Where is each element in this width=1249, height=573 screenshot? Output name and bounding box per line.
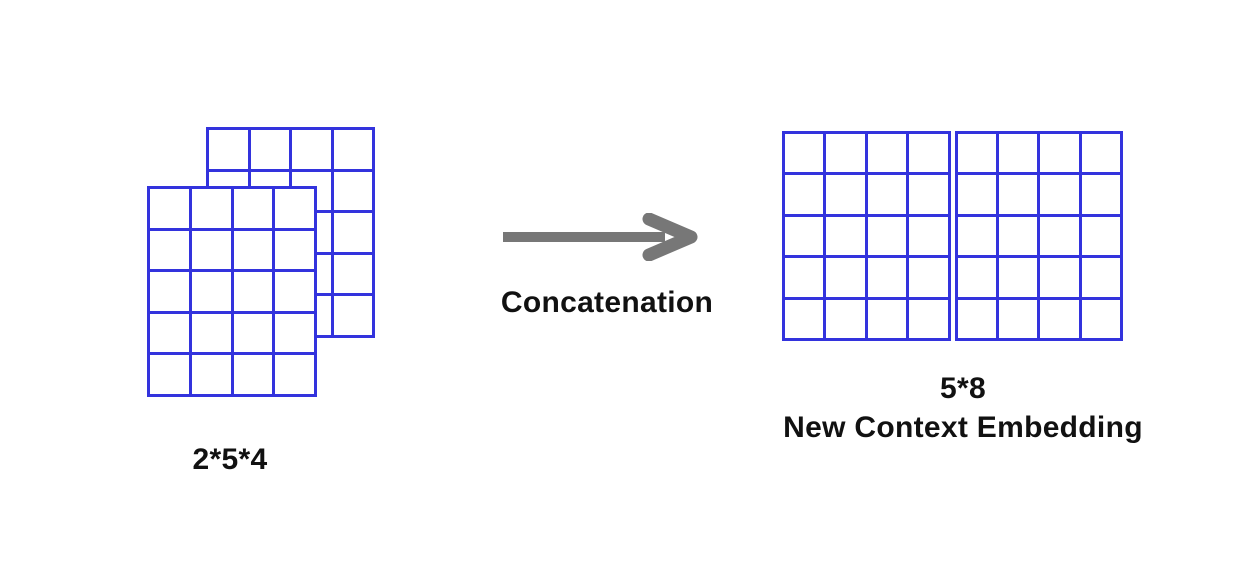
grid-cell <box>1040 299 1079 338</box>
grid-cell <box>233 313 273 353</box>
grid-cell <box>1081 175 1120 214</box>
grid-cell <box>233 272 273 311</box>
grid-cell <box>150 272 189 311</box>
grid-cell <box>909 299 948 338</box>
grid-cell <box>233 355 273 394</box>
grid-cell <box>957 216 996 256</box>
grid-cell <box>1081 258 1120 297</box>
grid-cell <box>785 258 824 297</box>
grid-cell <box>1081 299 1120 338</box>
grid-cell <box>333 213 372 252</box>
grid-cell <box>1081 216 1120 256</box>
grid-cell <box>233 189 273 228</box>
grid-cell <box>998 258 1038 297</box>
grid-cell <box>957 258 996 297</box>
grid-cell <box>998 299 1038 338</box>
right-arrow-icon <box>503 212 698 262</box>
grid-cell <box>275 272 314 311</box>
left-stack-dimension-label: 2*5*4 <box>192 443 268 476</box>
grid-cell <box>1040 134 1079 173</box>
arrow-operation-label: Concatenation <box>500 286 714 319</box>
grid-cell <box>909 216 948 256</box>
grid-cell <box>191 272 231 311</box>
grid-cell <box>150 230 189 270</box>
concatenated-grid-right-half <box>954 131 1123 341</box>
grid-cell <box>785 216 824 256</box>
grid-cell <box>826 134 865 173</box>
grid-cell <box>957 299 996 338</box>
grid-cell <box>250 130 289 169</box>
right-grid-name-label: New Context Embedding <box>783 411 1143 444</box>
grid-cell <box>998 134 1038 173</box>
grid-cell <box>867 175 907 214</box>
grid-cell <box>150 355 189 394</box>
grid-cell <box>275 313 314 353</box>
grid-cell <box>292 130 331 169</box>
grid-cell <box>233 230 273 270</box>
grid-cell <box>1040 175 1079 214</box>
concatenation-arrow-icon <box>497 212 701 262</box>
grid-cell <box>333 296 372 335</box>
grid-cell <box>826 216 865 256</box>
grid-cell <box>785 175 824 214</box>
grid-cell <box>909 175 948 214</box>
grid-cell <box>826 175 865 214</box>
grid-cell <box>826 299 865 338</box>
concatenated-grid-left-half <box>782 131 951 341</box>
tensor-grid-front <box>147 186 317 397</box>
grid-cell <box>1081 134 1120 173</box>
grid-cell <box>191 355 231 394</box>
grid-cell <box>191 313 231 353</box>
grid-cell <box>785 134 824 173</box>
grid-cell <box>998 175 1038 214</box>
grid-cell <box>275 189 314 228</box>
grid-cell <box>909 134 948 173</box>
grid-cell <box>785 299 824 338</box>
right-grid-dimension-label: 5*8 <box>940 372 986 405</box>
grid-cell <box>867 134 907 173</box>
grid-cell <box>1040 258 1079 297</box>
grid-cell <box>333 254 372 294</box>
concatenated-grid-group <box>782 131 1123 341</box>
grid-cell <box>150 313 189 353</box>
grid-cell <box>867 216 907 256</box>
grid-cell <box>333 171 372 211</box>
grid-cell <box>867 258 907 297</box>
grid-cell <box>867 299 907 338</box>
grid-cell <box>957 175 996 214</box>
grid-cell <box>275 355 314 394</box>
grid-cell <box>826 258 865 297</box>
grid-cell <box>1040 216 1079 256</box>
grid-cell <box>275 230 314 270</box>
grid-cell <box>333 130 372 169</box>
grid-cell <box>909 258 948 297</box>
grid-cell <box>998 216 1038 256</box>
grid-cell <box>150 189 189 228</box>
grid-cell <box>191 189 231 228</box>
grid-cell <box>957 134 996 173</box>
grid-cell <box>209 130 248 169</box>
grid-cell <box>191 230 231 270</box>
